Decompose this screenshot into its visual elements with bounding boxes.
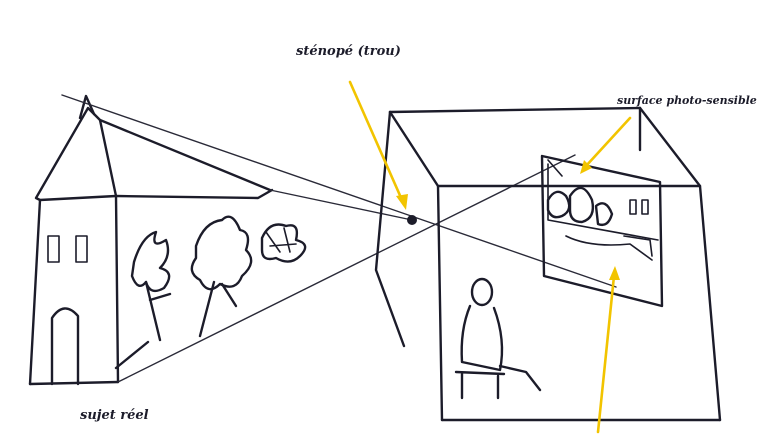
trees bbox=[114, 215, 307, 370]
image-frame-inner bbox=[547, 159, 659, 241]
house-chimney bbox=[78, 94, 96, 120]
inverted-window-2 bbox=[641, 199, 649, 215]
person-torso bbox=[460, 304, 504, 372]
tree-right-branches bbox=[265, 227, 297, 253]
inverted-tree-3 bbox=[594, 202, 614, 227]
box-back-top-right bbox=[388, 106, 722, 422]
camera-box bbox=[374, 106, 722, 422]
person-chair bbox=[454, 370, 506, 400]
box-top-front-edge bbox=[388, 110, 702, 188]
box-back-left bbox=[374, 110, 406, 348]
ray-roof bbox=[269, 189, 413, 221]
label-real-subject: sujet réel bbox=[80, 408, 149, 423]
label-photosensitive-surface: surface photo-sensible bbox=[617, 94, 757, 107]
annotation-arrows bbox=[348, 80, 632, 434]
image-screen bbox=[540, 154, 664, 308]
light-rays bbox=[61, 94, 617, 383]
arrow-image-head bbox=[580, 160, 592, 174]
label-pinhole: sténopé (trou) bbox=[296, 44, 401, 59]
seated-person bbox=[454, 277, 542, 400]
box-front-left-edge bbox=[436, 184, 444, 422]
inverted-tree-2 bbox=[568, 186, 595, 224]
house-roof-ridge bbox=[98, 118, 272, 192]
projected-image bbox=[540, 154, 664, 308]
arrow-pinhole-head bbox=[396, 194, 408, 210]
house-wall-right bbox=[114, 194, 120, 384]
arrow-pinhole bbox=[348, 80, 404, 202]
inverted-door bbox=[623, 235, 653, 257]
tree-middle-crown bbox=[190, 215, 253, 291]
tree-left-crown bbox=[130, 230, 171, 293]
ray-top-to-bottom bbox=[61, 94, 617, 288]
inverted-tree-1 bbox=[546, 190, 571, 219]
arrow-image bbox=[584, 116, 632, 168]
house bbox=[28, 94, 274, 386]
ground-line-left bbox=[114, 340, 150, 370]
tree-middle-trunk bbox=[198, 280, 238, 338]
person-legs bbox=[498, 364, 542, 392]
tree-right-crown bbox=[260, 223, 307, 263]
arrow-screen-head bbox=[609, 266, 620, 280]
house-window-left bbox=[47, 235, 60, 263]
tree-left-trunk bbox=[144, 280, 172, 342]
inverted-window-1 bbox=[629, 199, 637, 215]
ray-bottom-to-top bbox=[117, 154, 576, 383]
pinhole-dot bbox=[407, 215, 417, 225]
house-roof-eave bbox=[114, 188, 274, 200]
arrow-screen bbox=[596, 274, 616, 434]
house-wall-left bbox=[28, 198, 42, 386]
house-door bbox=[50, 307, 80, 386]
person-head bbox=[470, 277, 494, 307]
house-base bbox=[28, 380, 120, 386]
inverted-roof bbox=[565, 235, 653, 261]
house-window-right bbox=[75, 235, 88, 263]
